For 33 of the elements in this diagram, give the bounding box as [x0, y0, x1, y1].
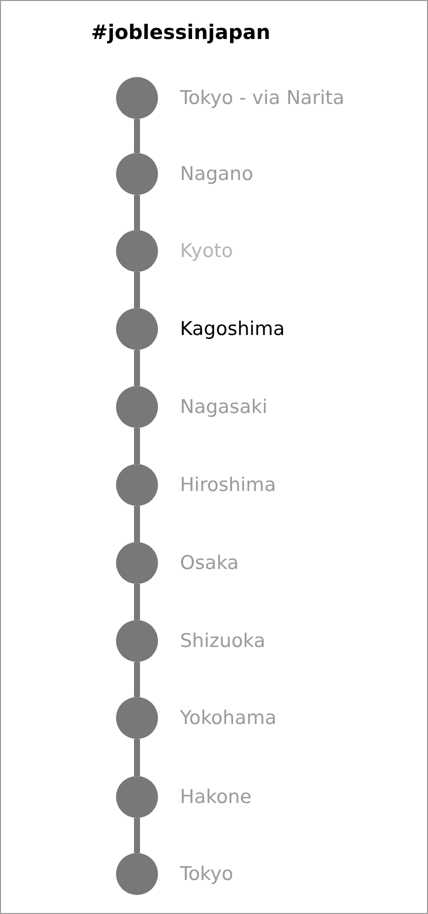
stop-circle: [116, 77, 158, 119]
stop-circle: [116, 308, 158, 350]
place-label: Shizuoka: [180, 629, 266, 653]
stop-circle: [116, 230, 158, 272]
place-label: Nagasaki: [180, 395, 268, 419]
connector-line: [134, 739, 140, 776]
stop-circle: [116, 853, 158, 895]
stop-circle: [116, 697, 158, 739]
connector-line: [134, 272, 140, 308]
connector-line: [134, 662, 140, 697]
stop-circle: [116, 620, 158, 662]
connector-line: [134, 506, 140, 542]
connector-line: [134, 818, 140, 853]
place-label: Kyoto: [180, 239, 234, 263]
place-label: Kagoshima: [180, 317, 285, 341]
connector-line: [134, 119, 140, 153]
connector-line: [134, 584, 140, 620]
place-label: Tokyo - via Narita: [180, 86, 344, 110]
connector-line: [134, 428, 140, 464]
stop-circle: [116, 542, 158, 584]
title: #joblessinjapan: [91, 20, 270, 44]
place-label: Yokohama: [180, 706, 276, 730]
stop-circle: [116, 464, 158, 506]
place-label: Osaka: [180, 551, 239, 575]
place-label: Nagano: [180, 162, 254, 186]
place-label: Hiroshima: [180, 473, 276, 497]
stop-circle: [116, 386, 158, 428]
place-label: Tokyo: [180, 862, 234, 886]
connector-line: [134, 350, 140, 386]
connector-line: [134, 195, 140, 230]
stop-circle: [116, 153, 158, 195]
stop-circle: [116, 776, 158, 818]
place-label: Hakone: [180, 785, 252, 809]
